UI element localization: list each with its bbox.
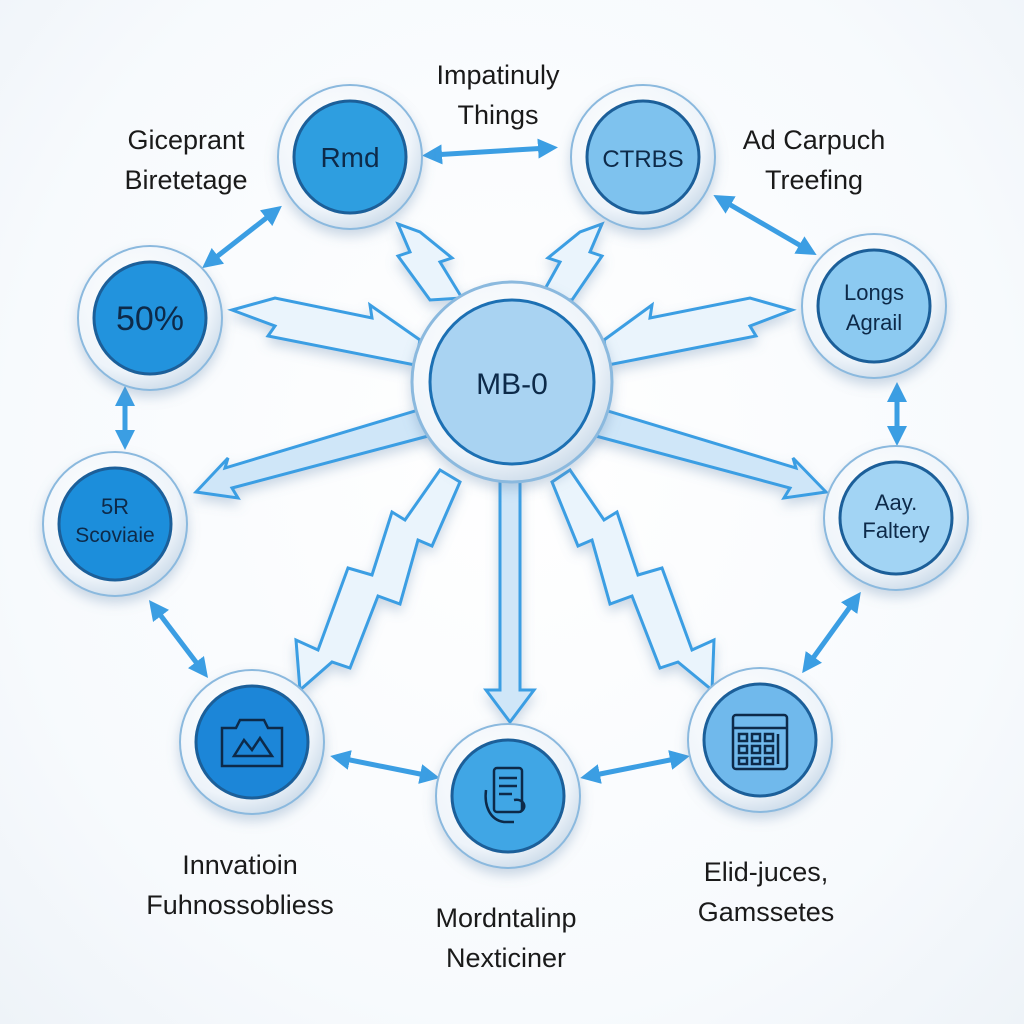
connector-rmd-fifty [202, 205, 282, 269]
label-top-line1: Impatinuly [436, 60, 560, 90]
ray-to-aay [590, 406, 830, 500]
node-longs-line1: Longs [844, 280, 904, 305]
connector-nexticiner-gamsetes [580, 750, 690, 784]
label-top-left-line1: Gicepr​ant [127, 125, 245, 155]
ray-to-rmd [395, 221, 465, 302]
label-bottom-line2: Nexticiner [445, 943, 567, 973]
label-bottom-line1: Mordntalinp [435, 903, 577, 933]
node-gamsetes[interactable] [687, 667, 833, 813]
node-aay[interactable]: Aay. Faltery [823, 445, 969, 591]
node-aay-line1: Aay. [875, 490, 917, 515]
label-bottom-left: Innvatioin Fuhnossobliess [146, 845, 334, 925]
label-top-right: Ad Carpuch Treefing [743, 120, 886, 200]
connector-aay-gamsetes [802, 591, 861, 674]
center-node[interactable]: MB-0 [410, 280, 614, 484]
node-rmd-label: Rmd [320, 142, 379, 173]
node-fifty-label: 50% [116, 300, 184, 338]
document-hand-icon [484, 766, 526, 824]
label-bottom-left-line2: Fuhnossobliess [146, 890, 334, 920]
label-top: Impatinuly Things [436, 55, 559, 135]
perimeter-connectors [115, 138, 907, 784]
connector-rmd-ctrbs [422, 138, 558, 165]
node-scoviaie-line1: 5R [101, 494, 129, 519]
label-top-right-line1: Ad Carpuch [742, 125, 886, 155]
node-ctrbs-label: CTRBS [602, 146, 683, 173]
ray-to-nexticiner [483, 468, 537, 725]
label-top-left-line2: Biretetage [124, 165, 248, 195]
node-ctrbs[interactable]: CTRBS [570, 84, 716, 230]
label-top-line2: Things [457, 100, 539, 130]
label-top-right-line2: Treefing [764, 165, 864, 195]
node-scoviaie[interactable]: 5R Scoviaie [42, 451, 188, 597]
ray-to-innovation [294, 467, 462, 694]
ray-to-longs [602, 296, 797, 367]
node-longs[interactable]: Longs Agrail [801, 233, 947, 379]
connector-innovation-nexticiner [330, 750, 440, 784]
label-bottom-right-line2: Gamssetes [697, 897, 835, 927]
node-longs-line2: Agrail [846, 310, 902, 335]
label-top-left: Gicepr​ant Biretetage [124, 120, 247, 200]
node-fifty[interactable]: 50% [77, 245, 223, 391]
node-scoviaie-line2: Scoviaie [75, 524, 154, 547]
connector-ctrbs-longs [713, 194, 817, 256]
label-bottom-left-line1: Innvatioin [182, 850, 298, 880]
ray-to-gamsetes [550, 467, 716, 694]
ray-to-fifty [227, 296, 422, 367]
control-panel-icon [731, 713, 789, 771]
label-bottom: Mordntalinp Nexticiner [435, 898, 576, 978]
center-node-label: MB-0 [476, 368, 548, 401]
camera-icon [220, 718, 284, 768]
center-rays [192, 221, 830, 725]
label-bottom-right-line1: Elid-juces, [703, 857, 829, 887]
label-bottom-right: Elid-juces, Gamssetes [698, 852, 835, 932]
node-nexticiner[interactable] [435, 723, 581, 869]
ray-to-scoviaie [192, 406, 434, 500]
node-innovation[interactable] [179, 669, 325, 815]
node-aay-line2: Faltery [862, 518, 929, 543]
node-rmd[interactable]: Rmd [277, 84, 423, 230]
connector-scoviaie-innovation [148, 600, 209, 678]
ray-to-ctrbs [537, 221, 605, 302]
